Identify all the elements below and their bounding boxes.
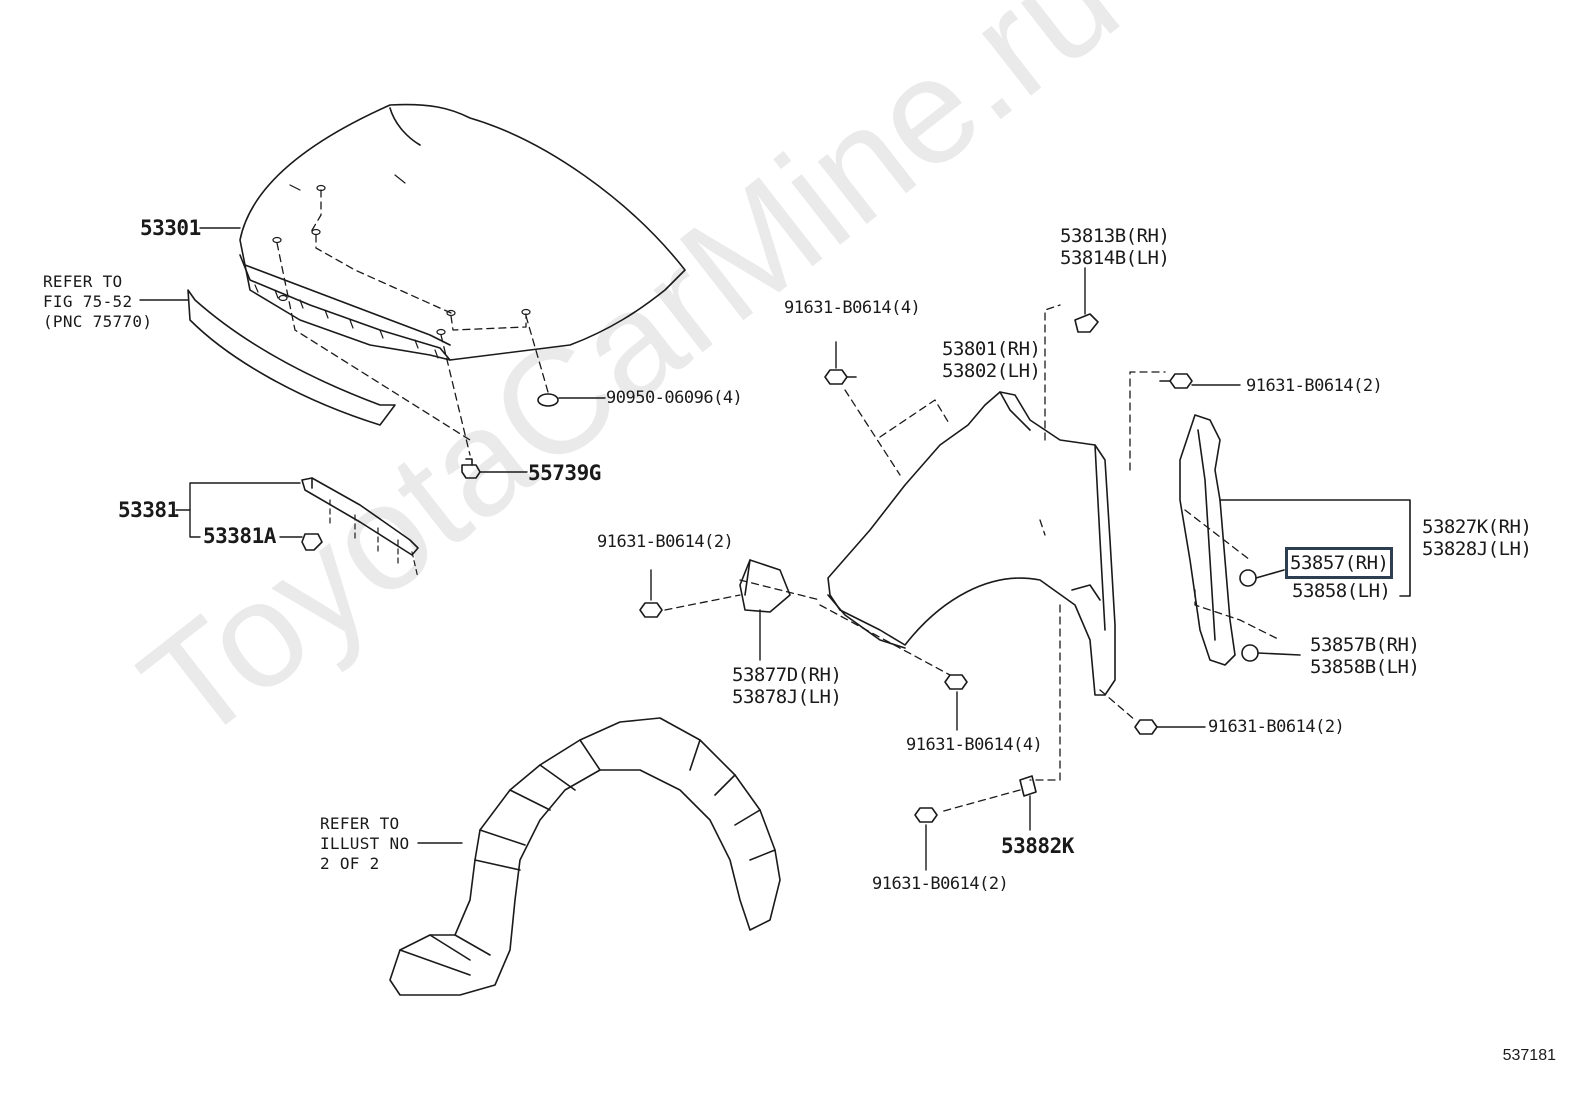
- ref-line-2: FIG 75-52: [43, 292, 133, 311]
- bolt-icon-left: [639, 602, 663, 618]
- label-hood-cushion[interactable]: 55739G: [528, 461, 601, 485]
- label-part-b[interactable]: 53857B(RH) 53858B(LH): [1310, 634, 1420, 678]
- label-fender-bracket-front[interactable]: 53877D(RH) 53878J(LH): [732, 664, 842, 708]
- figure-id: 537181: [1502, 1047, 1556, 1064]
- liner-ref-line-1: REFER TO: [320, 814, 400, 833]
- hood-hole-markers: [272, 184, 531, 336]
- liner-ref-line-2: ILLUST NO: [320, 834, 410, 853]
- label-hood-seal-ref: REFER TO FIG 75-52 (PNC 75770): [43, 272, 152, 332]
- fender-cushion-icon: [1074, 313, 1099, 333]
- fender-lh[interactable]: 53802(LH): [942, 360, 1041, 382]
- label-bolt-right-top[interactable]: 91631-B0614(2): [1246, 376, 1383, 396]
- part-b-rh[interactable]: 53857B(RH): [1310, 634, 1420, 656]
- clip-icon-53857B: [1241, 644, 1301, 662]
- hood-seal-strip[interactable]: [187, 289, 396, 426]
- label-fender-bracket[interactable]: 53827K(RH) 53828J(LH): [1422, 516, 1532, 560]
- label-bolt-top[interactable]: 91631-B0614(4): [784, 298, 921, 318]
- hood-plug-icon: [537, 393, 559, 407]
- label-fender-cushion[interactable]: 53813B(RH) 53814B(LH): [1060, 225, 1170, 269]
- ref-line-3: (PNC 75770): [43, 312, 153, 331]
- label-bolt-left[interactable]: 91631-B0614(2): [597, 532, 734, 552]
- fender-liner[interactable]: [389, 717, 781, 996]
- ref-line-1: REFER TO: [43, 272, 123, 291]
- bolt-icon-bottom: [914, 807, 938, 823]
- fender-bracket-front-rh[interactable]: 53877D(RH): [732, 664, 842, 686]
- fender-bracket-rear[interactable]: [1179, 414, 1411, 666]
- fender-rh[interactable]: 53801(RH): [942, 338, 1041, 360]
- label-bolt-bottom-4[interactable]: 91631-B0614(4): [906, 735, 1043, 755]
- fender-bracket-front-lh[interactable]: 53878J(LH): [732, 686, 842, 708]
- label-part-53857-selected[interactable]: 53857(RH): [1284, 547, 1394, 579]
- hood-cushion-icon: [461, 458, 481, 479]
- label-hood[interactable]: 53301: [140, 216, 201, 240]
- fender-panel[interactable]: [827, 391, 1116, 696]
- seal-strip[interactable]: [301, 477, 419, 556]
- label-part-53858[interactable]: 53858(LH): [1292, 580, 1391, 602]
- fender-bracket-rh[interactable]: 53827K(RH): [1422, 516, 1532, 538]
- bolt-icon-top: [824, 369, 857, 385]
- bolt-icon-right-bottom: [1134, 719, 1158, 735]
- part-b-lh[interactable]: 53858B(LH): [1310, 656, 1420, 678]
- bolt-icon-right-top: [1159, 373, 1193, 389]
- small-bracket-icon: [1019, 775, 1037, 797]
- label-liner-ref: REFER TO ILLUST NO 2 OF 2: [320, 814, 409, 874]
- liner-ref-line-3: 2 OF 2: [320, 854, 380, 873]
- label-seal-clip[interactable]: 53381A: [203, 524, 276, 548]
- label-bolt-bottom-2[interactable]: 91631-B0614(2): [872, 874, 1009, 894]
- label-seal[interactable]: 53381: [118, 498, 179, 522]
- clip-icon-53857: [1239, 569, 1285, 587]
- label-small-bracket[interactable]: 53882K: [1001, 834, 1074, 858]
- hood-panel[interactable]: [239, 103, 686, 361]
- label-fender[interactable]: 53801(RH) 53802(LH): [942, 338, 1041, 382]
- fender-bracket-front[interactable]: [739, 559, 791, 613]
- fender-cushion-rh[interactable]: 53813B(RH): [1060, 225, 1170, 247]
- fender-bracket-lh[interactable]: 53828J(LH): [1422, 538, 1532, 560]
- fender-cushion-lh[interactable]: 53814B(LH): [1060, 247, 1170, 269]
- bolt-icon-center: [944, 674, 968, 690]
- seal-clip-icon: [301, 533, 323, 551]
- label-hood-plug[interactable]: 90950-06096(4): [606, 388, 743, 408]
- label-bolt-right-bottom[interactable]: 91631-B0614(2): [1208, 717, 1345, 737]
